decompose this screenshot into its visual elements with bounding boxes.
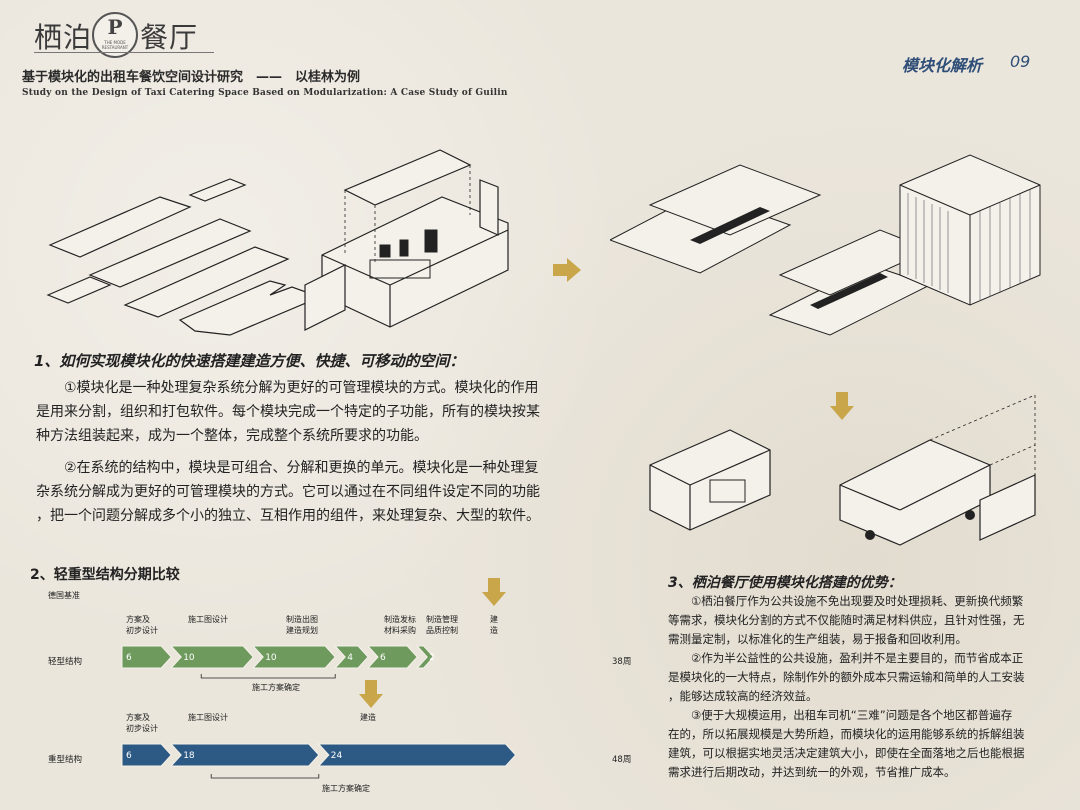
light-phase-label: 制造发标 材料采购 — [384, 615, 416, 635]
heavy-segment-bar — [121, 743, 172, 767]
light-row-note: 施工方案确定 — [252, 683, 300, 692]
arrow-down-icon — [830, 392, 854, 420]
light-note-bracket — [200, 674, 336, 679]
section1-paragraph-2: ②在系统的结构中，模块是可组合、分解和更换的单元。模块化是一种处理复 杂系统分解… — [36, 456, 606, 528]
page-number: 09 — [1010, 52, 1031, 71]
heavy-segment-bar — [170, 743, 320, 767]
heavy-phase-label: 方案及 初步设计 — [126, 713, 158, 733]
light-segment-value: 6 — [380, 653, 386, 663]
logo: 栖泊 P THE MODE RESTAURANT 餐厅 — [22, 12, 214, 58]
light-segment-value: 10 — [265, 653, 277, 663]
light-segment-bar — [366, 645, 418, 669]
paragraph-line: ，把一个问题分解成多个小的独立、互相作用的组件，来处理复杂、大型的软件。 — [36, 508, 540, 524]
arrow-down-icon — [482, 578, 506, 606]
light-segment-bar — [170, 645, 254, 669]
heavy-phase-label: 施工图设计 — [188, 713, 228, 722]
logo-text-right: 餐厅 — [140, 21, 199, 54]
heavy-phase-label: 建造 — [360, 713, 376, 722]
paragraph-line: 是用来分割，组织和打包软件。每个模块完成一个特定的子功能，所有的模块按某 — [36, 404, 540, 420]
paragraph-line: 在的，所以拓展规模是大势所趋，而模块化的运用能够系统的拆解组装 — [668, 727, 1025, 741]
logo-badge-text: THE MODE RESTAURANT — [101, 40, 129, 50]
arrow-down-icon — [359, 680, 383, 708]
truck-delivery-illustration — [649, 394, 1036, 546]
light-structure-row: 6 10 10 4 6 2 — [121, 645, 435, 669]
section3-heading: 3、栖泊餐厅使用模块化搭建的优势： — [668, 575, 902, 591]
heavy-segment-value: 6 — [126, 751, 132, 761]
baseline-label: 德国基准 — [48, 591, 80, 600]
section-tag: 模块化解析 — [902, 56, 983, 75]
paragraph-line: 等需求，模块化分割的方式不仅能随时满足材料供应，且针对性强，无 — [668, 613, 1025, 627]
paragraph-line: ①模块化是一种处理复杂系统分解为更好的可管理模块的方式。模块化的作用 — [36, 380, 539, 396]
heavy-segment-value: 24 — [331, 751, 343, 761]
light-row-label: 轻型结构 — [48, 657, 83, 667]
light-segment-value: 4 — [347, 653, 353, 663]
exploded-module-illustration — [46, 149, 509, 336]
section1-heading: 1、如何实现模块化的快速搭建建造方便、快捷、可移动的空间： — [34, 352, 465, 370]
paragraph-line: 需求进行后期改动，并达到统一的外观，节省推广成本。 — [668, 765, 956, 779]
heavy-structure-row: 6 18 24 — [121, 743, 517, 767]
paragraph-line: 是模块化的一大特点，除制作外的额外成本只需运输和简单的人工安装 — [668, 670, 1025, 684]
light-segment-value: 2 — [429, 653, 435, 663]
logo-underline — [34, 52, 214, 53]
light-phase-label: 方案及 初步设计 — [126, 615, 158, 635]
section3-body: ①栖泊餐厅作为公共设施不免出现要及时处理损耗、更新换代频繁 等需求，模块化分割的… — [668, 592, 1058, 782]
paragraph-line: 种方法组装起来，成为一个整体，完成整个系统所要求的功能。 — [36, 428, 428, 444]
paragraph-line: ，能够达成较高的经济效益。 — [668, 689, 818, 703]
heavy-row-note: 施工方案确定 — [322, 784, 370, 793]
paragraph-line: 杂系统分解成为更好的可管理模块的方式。它可以通过在不同组件设定不同的功能 — [36, 484, 540, 500]
paragraph-line: ②在系统的结构中，模块是可组合、分解和更换的单元。模块化是一种处理复 — [36, 460, 539, 476]
paragraph-line: ①栖泊餐厅作为公共设施不免出现要及时处理损耗、更新换代频繁 — [668, 594, 1024, 608]
module-stack-illustration — [610, 154, 1041, 336]
paragraph-line: 需测量定制，以标准化的生产组装，易于报备和回收利用。 — [668, 632, 967, 646]
heavy-note-bracket — [210, 774, 320, 779]
heavy-segment-value: 18 — [183, 751, 195, 761]
page-title: 基于模块化的出租车餐饮空间设计研究 —— 以桂林为例 — [22, 70, 361, 85]
logo-text-left: 栖泊 — [34, 21, 93, 54]
page-subtitle-english: Study on the Design of Taxi Catering Spa… — [22, 88, 508, 98]
light-segment-value: 10 — [183, 653, 195, 663]
paragraph-line: ③便于大规模运用，出租车司机“三难”问题是各个地区都普遍存 — [668, 708, 1013, 722]
paragraph-line: 建筑，可以根据实地灵活决定建筑大小，即使在全面落地之后也能根据 — [668, 746, 1025, 760]
light-segment-bar — [252, 645, 336, 669]
light-phase-label: 制造管理 品质控制 — [426, 615, 458, 635]
phase-timeline-chart: 6 10 10 4 6 2 6 18 24 — [121, 578, 517, 779]
paragraph-line: ②作为半公益性的公共设施，盈利并不是主要目的，而节省成本正 — [668, 651, 1024, 665]
light-phase-label: 制造出图 建造规划 — [286, 615, 318, 635]
light-row-total: 38周 — [612, 657, 632, 667]
light-segment-bar — [334, 645, 369, 669]
heavy-segment-bar — [317, 743, 517, 767]
arrow-right-icon — [553, 258, 581, 282]
light-segment-bar — [416, 645, 435, 669]
light-segment-value: 6 — [126, 653, 132, 663]
light-segment-bar — [121, 645, 172, 669]
logo-badge: P THE MODE RESTAURANT — [92, 12, 138, 58]
heavy-row-label: 重型结构 — [48, 755, 83, 765]
logo-badge-letter: P — [107, 15, 123, 39]
light-phase-label: 建 造 — [490, 615, 498, 635]
section1-paragraph-1: ①模块化是一种处理复杂系统分解为更好的可管理模块的方式。模块化的作用 是用来分割… — [36, 376, 606, 448]
heavy-row-total: 48周 — [612, 755, 632, 765]
light-phase-label: 施工图设计 — [188, 615, 228, 624]
section2-heading: 2、轻重型结构分期比较 — [30, 567, 180, 583]
